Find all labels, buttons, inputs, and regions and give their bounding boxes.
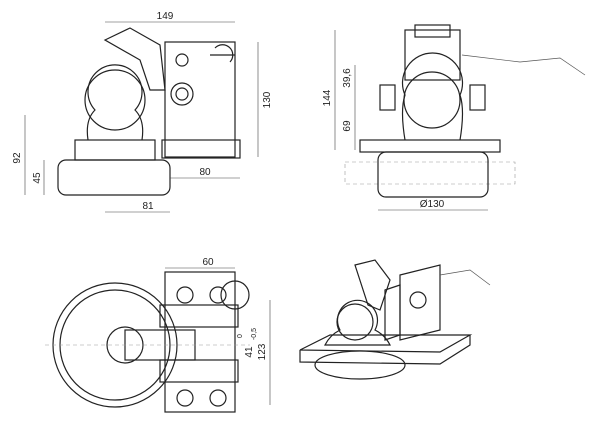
dim-front-upper: 39,6 xyxy=(342,68,353,88)
dim-top-height: 123 xyxy=(257,343,268,360)
dim-front-diameter: Ø130 xyxy=(420,199,445,210)
dim-top-gap-tol-lower: -0,5 xyxy=(251,328,258,340)
dim-side-ball-offset: 81 xyxy=(142,201,154,212)
dim-side-offset: 80 xyxy=(199,167,211,178)
dim-side-width: 149 xyxy=(157,11,174,22)
side-view xyxy=(24,21,259,213)
isometric-view xyxy=(299,259,491,380)
dim-front-lower: 69 xyxy=(342,120,353,132)
dim-front-height: 144 xyxy=(322,89,333,106)
dim-top-gap: 41 xyxy=(244,346,255,358)
top-view xyxy=(45,267,271,413)
dim-side-height: 130 xyxy=(262,91,273,108)
dim-top-gap-tol-upper: 0 xyxy=(237,334,244,338)
dim-side-base-height: 45 xyxy=(32,172,43,184)
dim-top-width: 60 xyxy=(202,257,214,268)
front-view xyxy=(334,24,586,211)
dim-side-total-height: 92 xyxy=(12,152,23,164)
